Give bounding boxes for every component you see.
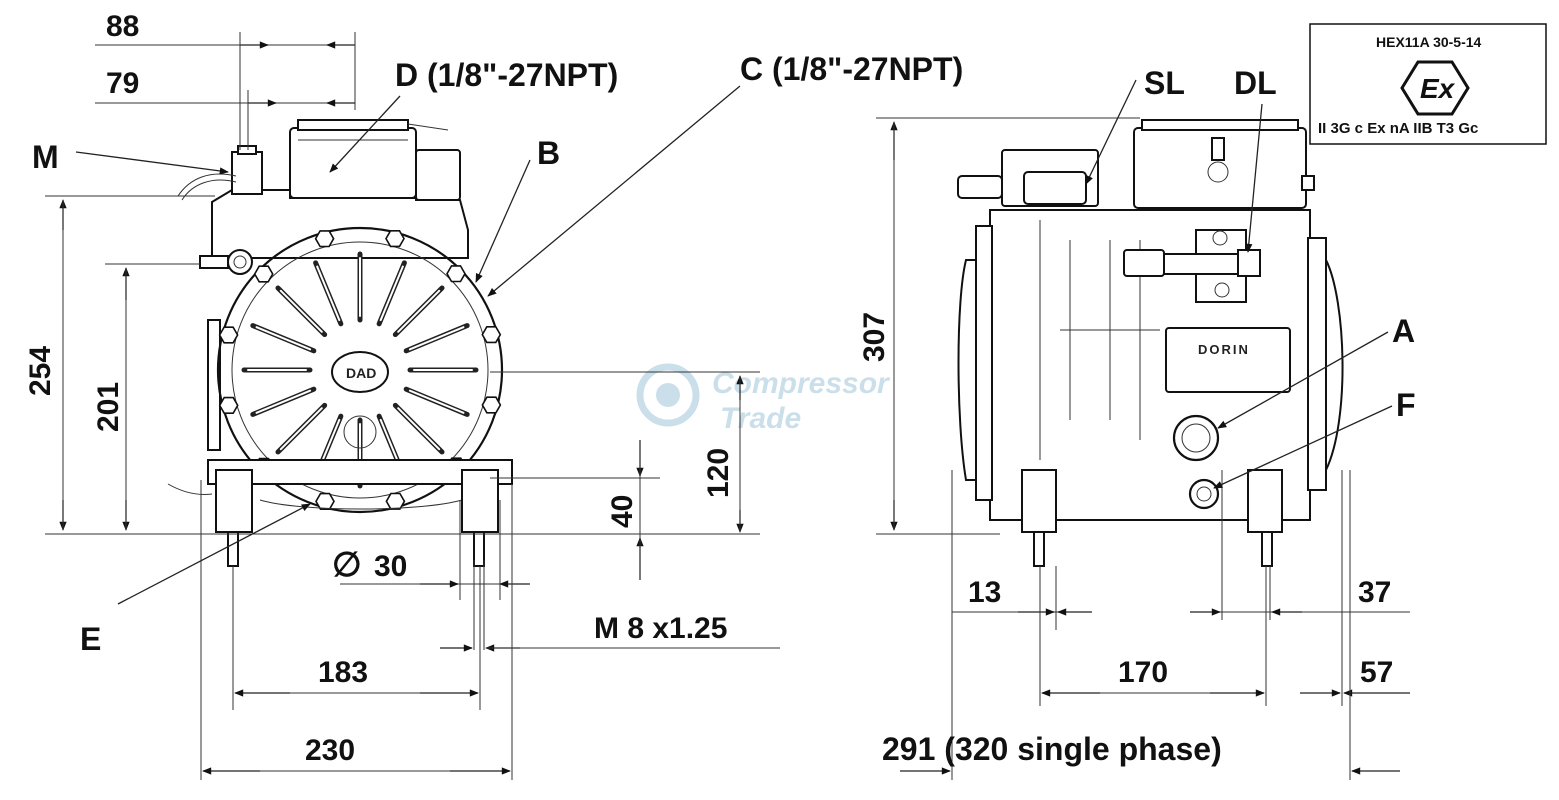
dim-291: 291 (320 single phase) [882, 731, 1222, 767]
watermark: Compressor Trade [636, 363, 891, 435]
atex-rating: II 3G c Ex nA IIB T3 Gc [1318, 120, 1478, 137]
label-SL: SL [1144, 65, 1185, 101]
dim-254: 254 [24, 346, 57, 396]
dim-40: 40 [606, 495, 639, 528]
side-dimensions: 307 13 37 170 57 291 (320 single phase) [858, 65, 1416, 780]
front-dimensions: 88 79 254 201 120 40 [24, 10, 963, 780]
dim-88: 88 [106, 10, 139, 43]
cover-rib-highlight [408, 389, 465, 414]
cover-bolt-icon [446, 265, 466, 283]
cover-rib-highlight [255, 389, 312, 414]
side-view: DORIN [957, 119, 1344, 567]
label-DL: DL [1234, 65, 1277, 101]
atex-code: HEX11A 30-5-14 [1376, 34, 1482, 50]
dim-thread: M 8 x1.25 [594, 612, 727, 645]
cover-bolt-icon [218, 326, 239, 344]
label-A: A [1392, 313, 1415, 349]
cover-bolt-icon [481, 326, 502, 344]
motor-cover-ribs [218, 230, 502, 510]
dim-57: 57 [1360, 656, 1393, 689]
svg-text:DAD: DAD [346, 365, 376, 381]
diameter-symbol: ∅ [332, 546, 362, 584]
label-D: D (1/8"-27NPT) [395, 57, 618, 93]
cover-rib-highlight [279, 289, 323, 333]
cover-bolt-icon [481, 396, 502, 414]
label-B: B [537, 135, 560, 171]
dim-307: 307 [858, 312, 891, 362]
cover-rib-highlight [255, 326, 312, 351]
dim-30: 30 [374, 550, 407, 583]
dim-37: 37 [1358, 576, 1391, 609]
cover-bolt-icon [314, 230, 335, 248]
dim-170: 170 [1118, 656, 1168, 689]
cover-rib-highlight [397, 289, 441, 333]
cover-rib-highlight [397, 407, 441, 451]
dim-183: 183 [318, 656, 368, 689]
cover-bolt-icon [253, 265, 274, 283]
label-F: F [1396, 387, 1416, 423]
ex-hexagon-icon [1400, 60, 1470, 116]
watermark-logo-icon [636, 363, 700, 427]
cover-rib-highlight [279, 407, 323, 451]
cover-bolt-icon [218, 396, 239, 414]
dim-79: 79 [106, 67, 139, 100]
cover-rib-highlight [316, 265, 341, 322]
ex-mark: Ex [1420, 73, 1456, 104]
name-plate [1165, 327, 1291, 393]
watermark-line2: Trade [720, 402, 801, 435]
cover-rib-highlight [408, 326, 465, 351]
label-C: C (1/8"-27NPT) [740, 51, 963, 87]
plate-text: DORIN [1198, 342, 1250, 357]
dim-120: 120 [702, 448, 735, 498]
dim-230: 230 [305, 734, 355, 767]
atex-certificate-box: HEX11A 30-5-14 Ex II 3G c Ex nA IIB T3 G… [1309, 23, 1547, 145]
label-M: M [32, 139, 59, 175]
front-view: DAD [167, 119, 513, 567]
cover-rib-highlight [379, 265, 404, 322]
cover-bolt-icon [315, 492, 335, 510]
dim-13: 13 [968, 576, 1001, 609]
label-E: E [80, 621, 101, 657]
dim-201: 201 [92, 382, 125, 432]
cover-bolt-icon [385, 492, 406, 510]
cover-bolt-icon [385, 230, 405, 248]
